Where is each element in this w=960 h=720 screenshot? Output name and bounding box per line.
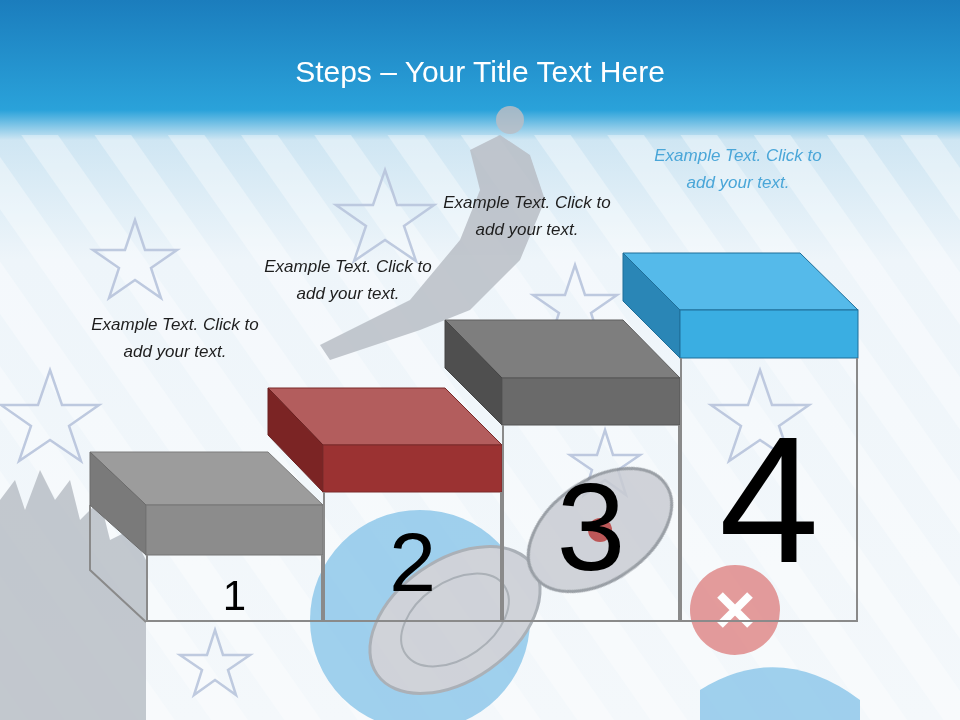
step-number: 3	[504, 465, 678, 589]
example-text: Example Text. Click to add your text.	[653, 142, 823, 196]
example-text: Example Text. Click to add your text.	[442, 189, 612, 243]
step-number: 4	[682, 410, 856, 590]
slide-title: Steps – Your Title Text Here	[0, 55, 960, 89]
step-column: 3	[502, 425, 680, 622]
example-text: Example Text. Click to add your text.	[263, 253, 433, 307]
step-column: 4	[680, 358, 858, 622]
step-column: 1	[146, 555, 323, 622]
example-text: Example Text. Click to add your text.	[90, 311, 260, 365]
step-number: 2	[325, 520, 500, 604]
step-number: 1	[148, 575, 321, 617]
step-column: 2	[323, 492, 502, 622]
